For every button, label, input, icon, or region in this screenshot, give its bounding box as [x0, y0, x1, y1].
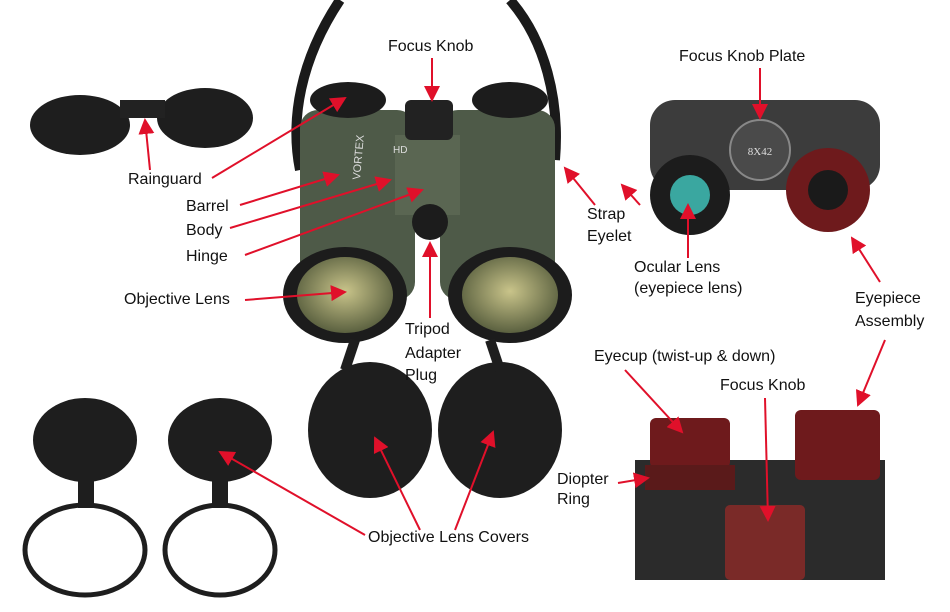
label-ocular-2: (eyepiece lens): [634, 280, 743, 297]
objective-covers-left-image: [22, 398, 278, 598]
svg-text:HD: HD: [393, 145, 407, 156]
label-tripod-1: Tripod: [405, 321, 450, 338]
label-focus-knob-plate: Focus Knob Plate: [679, 48, 806, 65]
label-objective-covers: Objective Lens Covers: [368, 529, 529, 546]
label-focus-knob-bottom: Focus Knob: [720, 377, 806, 394]
label-strap-2: Eyelet: [587, 228, 632, 245]
label-hinge: Hinge: [186, 248, 228, 265]
eyepiece-view-image: 8X42: [650, 100, 880, 235]
label-body: Body: [186, 222, 223, 239]
rainguard-image: [30, 88, 253, 155]
label-diopter-1: Diopter: [557, 471, 609, 488]
label-tripod-3: Plug: [405, 367, 438, 384]
objective-covers-center-image: [308, 338, 562, 498]
plate-text: 8X42: [748, 146, 772, 158]
strap: [291, 0, 345, 171]
label-eyepiece-2: Assembly: [855, 313, 925, 330]
eyecup-view-image: [635, 410, 885, 580]
callout-arrows: [138, 58, 886, 536]
binocular-main-image: VORTEX HD: [283, 82, 572, 343]
label-barrel: Barrel: [186, 198, 229, 215]
brand-text: VORTEX: [351, 134, 367, 181]
label-rainguard: Rainguard: [128, 171, 202, 188]
label-eyecup: Eyecup (twist-up & down): [594, 348, 776, 365]
label-objective-lens: Objective Lens: [124, 291, 230, 308]
label-ocular-1: Ocular Lens: [634, 259, 721, 276]
label-tripod-2: Adapter: [405, 345, 462, 362]
label-diopter-2: Ring: [557, 491, 590, 508]
label-eyepiece-1: Eyepiece: [855, 290, 921, 307]
label-strap-1: Strap: [587, 206, 626, 223]
label-focus-knob: Focus Knob: [388, 38, 474, 55]
